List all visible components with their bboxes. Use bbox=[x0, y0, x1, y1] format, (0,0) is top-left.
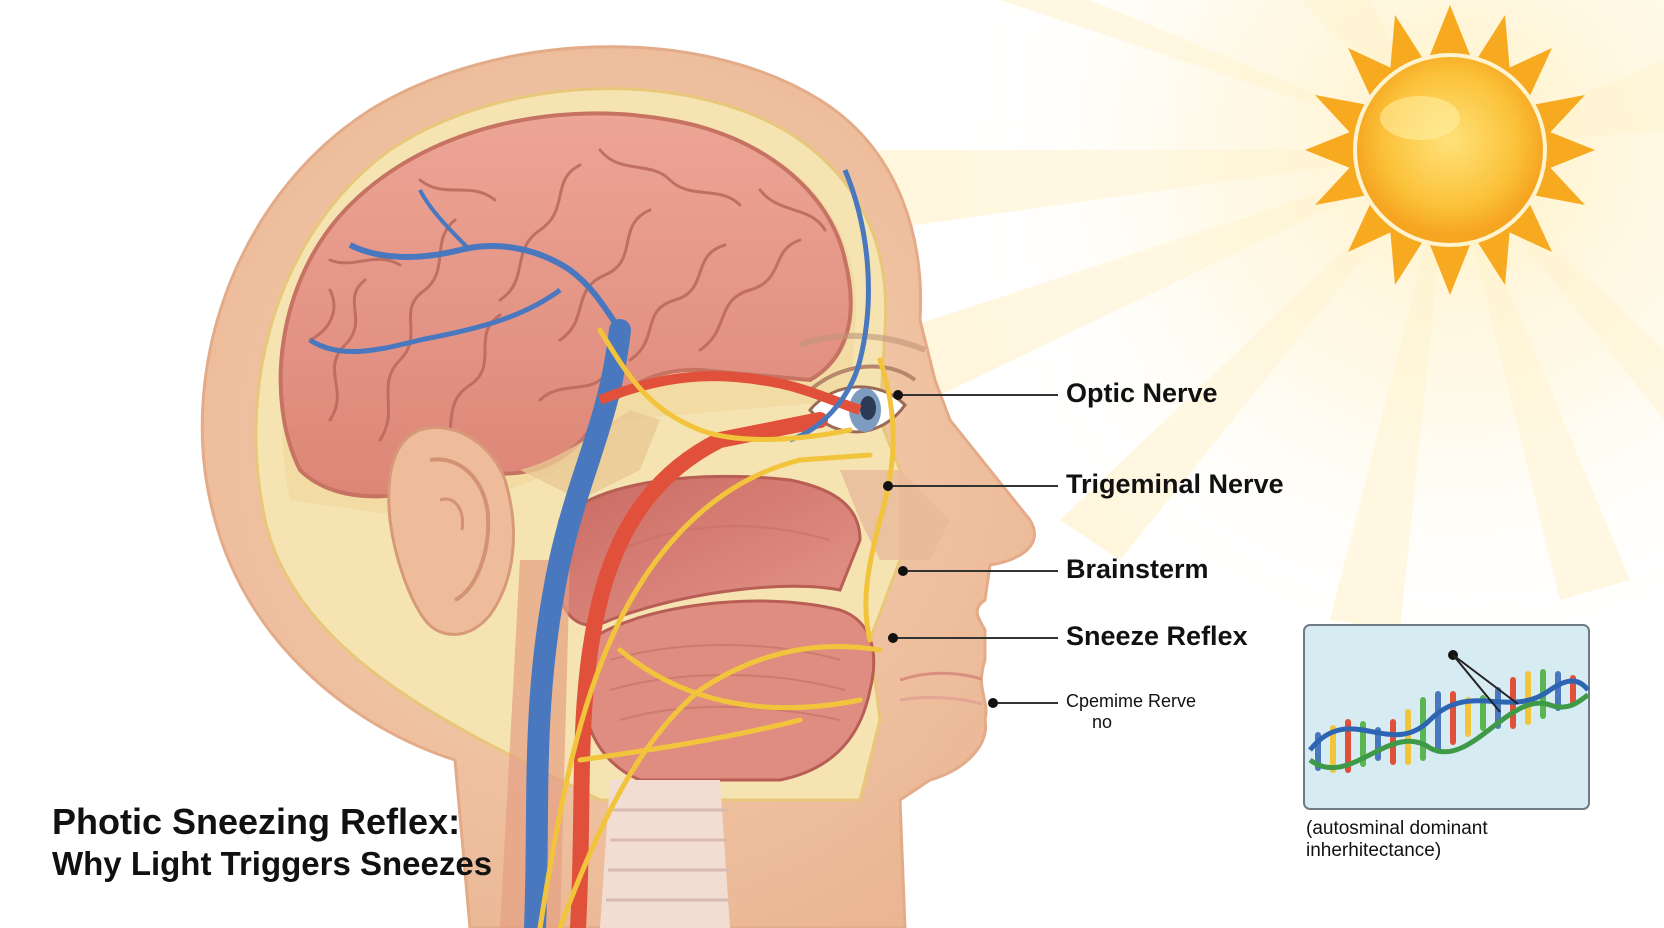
label-leaders bbox=[888, 394, 1058, 704]
label-brainsterm: Brainsterm bbox=[1066, 554, 1209, 584]
label-trigeminal-nerve: Trigeminal Nerve bbox=[1066, 469, 1284, 499]
label-dots bbox=[883, 390, 998, 708]
label-garbled-line1: Cpemime Rerve bbox=[1066, 691, 1197, 711]
page-title: Photic Sneezing Reflex: Why Light Trigge… bbox=[52, 800, 492, 884]
dna-helix-icon bbox=[1303, 624, 1590, 810]
inheritance-line2: inherhitectance) bbox=[1306, 840, 1442, 861]
label-optic-nerve: Optic Nerve bbox=[1066, 378, 1218, 408]
label-garbled-nerve: Cpemime Rerve no bbox=[1066, 691, 1196, 733]
sun-icon bbox=[1305, 5, 1595, 295]
inheritance-line1: (autosminal dominant bbox=[1306, 818, 1488, 839]
label-garbled-line2: no bbox=[1092, 712, 1113, 732]
title-line1: Photic Sneezing Reflex: bbox=[52, 801, 461, 842]
inheritance-caption: (autosminal dominant inherhitectance) bbox=[1306, 818, 1488, 862]
label-sneeze-reflex: Sneeze Reflex bbox=[1066, 621, 1248, 651]
head-anatomy-illustration bbox=[200, 45, 1036, 928]
title-line2: Why Light Triggers Sneezes bbox=[52, 845, 493, 882]
